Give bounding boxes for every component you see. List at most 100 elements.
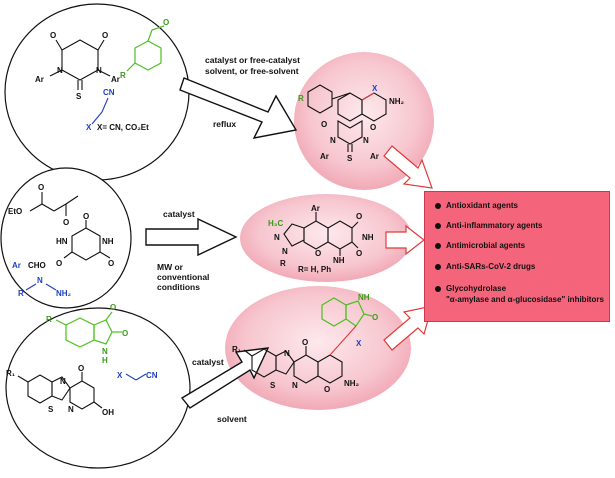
r2-r: R bbox=[18, 289, 24, 298]
r2-o3: O bbox=[83, 212, 89, 221]
reaction-arrow-3 bbox=[180, 347, 270, 409]
product-3-spirooxindole: R₁ NH O O X NH₂ N N S O bbox=[232, 293, 378, 394]
p2-o1: O bbox=[356, 212, 362, 221]
activity-arrow-2 bbox=[385, 224, 425, 256]
r1-o1: O bbox=[50, 31, 56, 40]
r3-s: S bbox=[48, 405, 54, 414]
product-2-pyrazolopyranopyrimidine: H₃C Ar O O O N N NH NH R R= H, Ph bbox=[268, 204, 374, 274]
cond-1-line-1: catalyst or free-catalyst bbox=[205, 55, 300, 65]
cond-2-above: catalyst bbox=[163, 209, 195, 219]
p2-o2: O bbox=[356, 249, 362, 258]
r3-n1: N bbox=[60, 377, 66, 386]
p3-n1: N bbox=[284, 349, 290, 358]
r2-hn: HN bbox=[56, 237, 68, 246]
hydrazine: R N NH₂ bbox=[18, 276, 72, 298]
p3-n2: N bbox=[292, 381, 298, 390]
aryl-aldehyde-2: Ar CHO bbox=[12, 261, 46, 270]
p3-s: S bbox=[270, 381, 276, 390]
p3-nh: NH bbox=[358, 293, 370, 302]
r3-o1: O bbox=[110, 303, 116, 312]
cond-3-below: solvent bbox=[217, 414, 247, 424]
bullet-icon bbox=[435, 286, 441, 292]
reaction-arrow-1 bbox=[179, 77, 298, 139]
p2-nh1: NH bbox=[362, 233, 374, 242]
p2-o3: O bbox=[315, 249, 321, 258]
r1-ar1: Ar bbox=[35, 75, 44, 84]
r1-o-ald: O bbox=[163, 18, 169, 27]
r3-cn: CN bbox=[146, 371, 158, 380]
r2-o2: O bbox=[63, 218, 69, 227]
p1-o2: O bbox=[321, 120, 327, 129]
p2-r: R bbox=[280, 259, 286, 268]
r1-o2: O bbox=[102, 31, 108, 40]
product-1-pyranopyrimidine: X NH₂ O O N N Ar Ar S R bbox=[298, 84, 405, 163]
bullet-icon bbox=[435, 264, 441, 270]
p1-x: X bbox=[372, 84, 378, 93]
ethyl-acetoacetate: EtO O O bbox=[8, 183, 79, 227]
r3-n: N bbox=[102, 347, 108, 356]
r2-nh: NH bbox=[102, 237, 114, 246]
r2-ar: Ar bbox=[12, 261, 21, 270]
r2-o1: O bbox=[38, 183, 44, 192]
cond-2-below-1: MW or bbox=[157, 262, 184, 272]
p3-r1: R₁ bbox=[232, 345, 242, 354]
bullet-icon bbox=[435, 223, 441, 229]
isatin: R O O N H bbox=[46, 303, 128, 365]
cond-1-below: reflux bbox=[213, 119, 236, 129]
cond-2-below-2: conventional bbox=[157, 272, 209, 282]
activity-arrow-1 bbox=[383, 145, 433, 189]
bullet-icon bbox=[435, 203, 441, 209]
p2-h3c: H₃C bbox=[268, 219, 283, 228]
p1-n2: N bbox=[363, 136, 369, 145]
p3-x: X bbox=[356, 339, 362, 348]
thiazolopyrimidine: R₁ O N N S OH bbox=[6, 364, 114, 417]
p3-nh2: NH₂ bbox=[344, 379, 360, 388]
r3-o3: O bbox=[78, 364, 84, 373]
r1-x-def: X= CN, CO₂Et bbox=[97, 123, 149, 132]
p3-o3: O bbox=[324, 385, 330, 394]
p1-ar1: Ar bbox=[320, 152, 329, 161]
p1-s: S bbox=[347, 154, 353, 163]
p1-o1: O bbox=[370, 123, 376, 132]
product-glow-2 bbox=[240, 194, 412, 282]
r2-cho: CHO bbox=[28, 261, 46, 270]
p1-ar2: Ar bbox=[370, 152, 379, 161]
active-methylene-nitrile: CN X X= CN, CO₂Et bbox=[86, 88, 149, 132]
reactant-circle-1 bbox=[4, 3, 190, 181]
p2-r-def: R= H, Ph bbox=[298, 265, 331, 274]
p1-n1: N bbox=[330, 136, 336, 145]
r2-o5: O bbox=[108, 259, 114, 268]
r3-r1: R₁ bbox=[6, 369, 16, 378]
reaction-arrow-2 bbox=[145, 217, 238, 257]
active-methylene-nitrile-3: X CN bbox=[117, 371, 158, 381]
r1-r: R bbox=[120, 71, 126, 80]
r2-n: N bbox=[37, 276, 43, 285]
r3-oh: OH bbox=[102, 408, 114, 417]
cond-1-line-2: solvent, or free-solvent bbox=[205, 66, 299, 76]
r2-nh2: NH₂ bbox=[56, 289, 72, 298]
r3-n2: N bbox=[68, 405, 74, 414]
p3-o2: O bbox=[302, 338, 308, 347]
p2-n2: N bbox=[282, 247, 288, 256]
product-glow-3 bbox=[225, 286, 411, 410]
r1-s: S bbox=[76, 92, 82, 101]
activity-anti-sars-cov-2: Anti-SARs-CoV-2 drugs bbox=[435, 262, 535, 272]
p1-nh2: NH₂ bbox=[389, 97, 405, 106]
bullet-icon bbox=[435, 243, 441, 249]
r3-o2: O bbox=[122, 329, 128, 338]
thiobarbituric-acid: O O N N S Ar Ar bbox=[35, 31, 120, 101]
p2-n1: N bbox=[274, 233, 280, 242]
r1-cn: CN bbox=[103, 88, 115, 97]
r3-r: R bbox=[46, 315, 52, 324]
r3-x: X bbox=[117, 371, 123, 380]
cond-2-below-3: conditions bbox=[157, 282, 200, 292]
r2-eto: EtO bbox=[8, 207, 22, 216]
barbituric-acid: O HN NH O O bbox=[56, 212, 114, 268]
activity-glycohydrolase: Glycohydrolase bbox=[435, 284, 506, 294]
r1-x: X bbox=[86, 123, 92, 132]
r1-ar2: Ar bbox=[111, 75, 120, 84]
r2-o4: O bbox=[56, 259, 62, 268]
r3-h: H bbox=[102, 356, 108, 365]
activity-glycohydrolase-sub: "α-amylase and α-glucosidase" inhibitors bbox=[446, 295, 604, 304]
